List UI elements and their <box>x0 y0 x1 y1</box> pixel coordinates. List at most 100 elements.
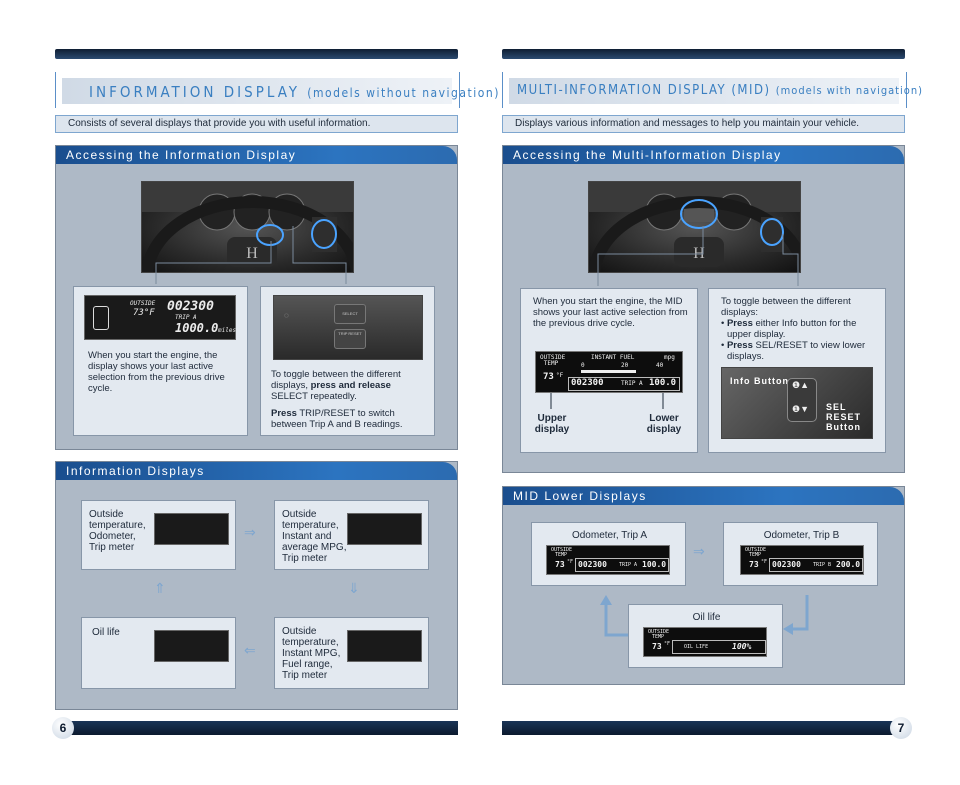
mid-lower-panel: MID Lower Displays Odometer, Trip A OUTS… <box>502 486 905 685</box>
info-card-left-1: OUTSIDE 73°F 002300 TRIP A 1000.0 miles … <box>73 286 248 436</box>
callout-lines-left <box>155 226 347 284</box>
page-number-right: 7 <box>890 717 912 739</box>
dashboard-photo-right: H <box>588 181 801 273</box>
access-panel-right: Accessing the Multi-Information Display … <box>502 145 905 473</box>
mini-lcd-odometer <box>154 513 229 545</box>
lower-arrow-down-icon <box>783 595 809 635</box>
steering-wheel-image-right: H <box>589 182 800 272</box>
odo-a-display: OUTSIDE TEMP 73 °F 002300 TRIP A 100.0 <box>546 545 670 575</box>
bottom-bar-left <box>55 721 458 735</box>
right-title-strip: MULTI-INFORMATION DISPLAY (MID) (models … <box>509 78 922 104</box>
mid-scale-0: 0 <box>581 362 585 369</box>
oil-life-display: OUTSIDE TEMP 73 °F OIL LIFE 100% <box>643 627 767 657</box>
oil-life-card: Oil life OUTSIDE TEMP 73 °F OIL LIFE 100… <box>628 604 783 668</box>
oil-box <box>672 640 766 654</box>
car-icon <box>93 306 109 330</box>
info-displays-heading: Information Displays <box>56 462 457 480</box>
mid-fuel-bar <box>581 370 636 373</box>
info-card-left-2-text: To toggle between the different displays… <box>271 369 403 430</box>
access-panel-left: Accessing the Information Display H OUTS… <box>55 145 458 450</box>
mid-temp: 73 <box>543 372 554 382</box>
oil-temp: 73 <box>652 642 662 651</box>
info-displays-panel: Information Displays Outside temperature… <box>55 461 458 710</box>
odo-a-unit: °F <box>567 559 574 565</box>
odo-b-box <box>769 558 863 572</box>
top-bar-left <box>55 49 458 59</box>
odo-b-temp: 73 <box>749 560 759 569</box>
odo-a-label: Odometer, Trip A <box>571 530 648 541</box>
mid-trip-label: TRIP A <box>621 380 643 387</box>
oil-life-label: Oil life <box>692 612 721 623</box>
arrow-right-icon: ⇒ <box>244 524 256 540</box>
info-buttons-photo: Info Buttons ❶▲ ❶▼ SEL RESET Button <box>721 367 873 439</box>
mid-odometer: 002300 <box>571 378 604 388</box>
info-button-image <box>787 378 817 422</box>
mid-card-1: When you start the engine, the MID shows… <box>520 288 698 453</box>
page-title-left: INFORMATION DISPLAY (models without navi… <box>89 83 500 101</box>
mid-scale-40: 40 <box>656 362 664 369</box>
lower-arrow-up-icon <box>600 595 628 637</box>
odo-b-label: Odometer, Trip B <box>763 530 840 541</box>
odo-a-card: Odometer, Trip A OUTSIDE TEMP 73 °F 0023… <box>531 522 686 586</box>
arrow-up-icon: ⇑ <box>154 580 166 596</box>
callout-lines-right <box>597 226 799 286</box>
mid-lower-box <box>568 377 680 391</box>
mid-mpg-label: mpg <box>664 354 675 361</box>
mini-lcd-range <box>347 630 422 662</box>
odo-a-temp: 73 <box>555 560 565 569</box>
lcd-outside-label: OUTSIDE <box>130 300 156 307</box>
info-up-icon: ❶▲ <box>792 380 809 390</box>
upper-display-label: Upper display <box>534 413 570 435</box>
info-buttons-label: Info Buttons <box>730 376 795 386</box>
svg-text:H: H <box>246 245 258 262</box>
mid-card-1-text: When you start the engine, the MID shows… <box>533 296 688 329</box>
mid-card-2: To toggle between the different displays… <box>708 288 886 453</box>
select-button-image: SELECT <box>334 304 366 324</box>
mini-lcd-mpg <box>347 513 422 545</box>
mid-trip-value: 100.0 <box>649 378 677 388</box>
odo-b-odometer: 002300 <box>772 560 801 569</box>
display-box-mpg-text: Outside temperature, Instant and average… <box>282 509 347 564</box>
odo-a-value: 100.0 <box>642 560 667 569</box>
info-card-left-2: SELECT TRIP RESET ◌ To toggle between th… <box>260 286 435 436</box>
display-box-oil: Oil life <box>81 617 236 689</box>
oil-life-text: OIL LIFE <box>684 644 709 650</box>
display-box-mpg: Outside temperature, Instant and average… <box>274 500 429 570</box>
odo-a-odometer: 002300 <box>578 560 607 569</box>
bottom-bar-right <box>502 721 905 735</box>
odo-a-box <box>575 558 669 572</box>
mid-scale-20: 20 <box>621 362 629 369</box>
lcd-main-display: OUTSIDE 73°F 002300 TRIP A 1000.0 miles <box>84 295 236 340</box>
mid-display-image: OUTSIDE TEMP INSTANT FUEL mpg 0 20 40 73… <box>535 351 683 393</box>
right-title-frame: MULTI-INFORMATION DISPLAY (MID) (models … <box>502 72 922 108</box>
left-title-frame: INFORMATION DISPLAY (models without navi… <box>55 72 498 108</box>
odo-b-trip: TRIP B <box>813 562 832 568</box>
top-bar-right <box>502 49 905 59</box>
arrow-left-icon: ⇐ <box>244 642 256 658</box>
access-heading-left: Accessing the Information Display <box>56 146 457 164</box>
odo-a-trip: TRIP A <box>619 562 638 568</box>
display-box-range: Outside temperature, Instant MPG, Fuel r… <box>274 617 429 689</box>
mid-lower-heading: MID Lower Displays <box>503 487 904 505</box>
access-heading-right: Accessing the Multi-Information Display <box>503 146 904 164</box>
page-title-right: MULTI-INFORMATION DISPLAY (MID) (models … <box>517 83 923 98</box>
mid-outside-label: OUTSIDE TEMP <box>540 354 566 367</box>
lcd-odometer: 002300 <box>167 299 214 314</box>
mid-instant-label: INSTANT FUEL <box>591 354 635 361</box>
info-card-left-1-text: When you start the engine, the display s… <box>88 350 225 394</box>
display-box-odometer: Outside temperature, Odometer, Trip mete… <box>81 500 236 570</box>
trip-reset-button-image: TRIP RESET <box>334 329 366 349</box>
lcd-trip-value: 1000.0 <box>175 321 219 335</box>
mid-card-2-text: To toggle between the different displays… <box>721 296 866 362</box>
sel-reset-label: SEL RESET Button <box>826 402 862 432</box>
steering-wheel-image: H <box>142 182 353 272</box>
right-subtitle: Displays various information and message… <box>502 115 905 133</box>
mid-unit: °F <box>556 372 564 379</box>
mini-lcd-oil <box>154 630 229 662</box>
left-title-strip: INFORMATION DISPLAY (models without navi… <box>62 78 498 104</box>
display-box-range-text: Outside temperature, Instant MPG, Fuel r… <box>282 626 341 681</box>
lcd-temp: 73°F <box>133 308 155 318</box>
display-pointer-lines <box>550 393 664 409</box>
odo-a-outside: OUTSIDE TEMP <box>551 547 573 558</box>
info-down-icon: ❶▼ <box>792 404 809 414</box>
